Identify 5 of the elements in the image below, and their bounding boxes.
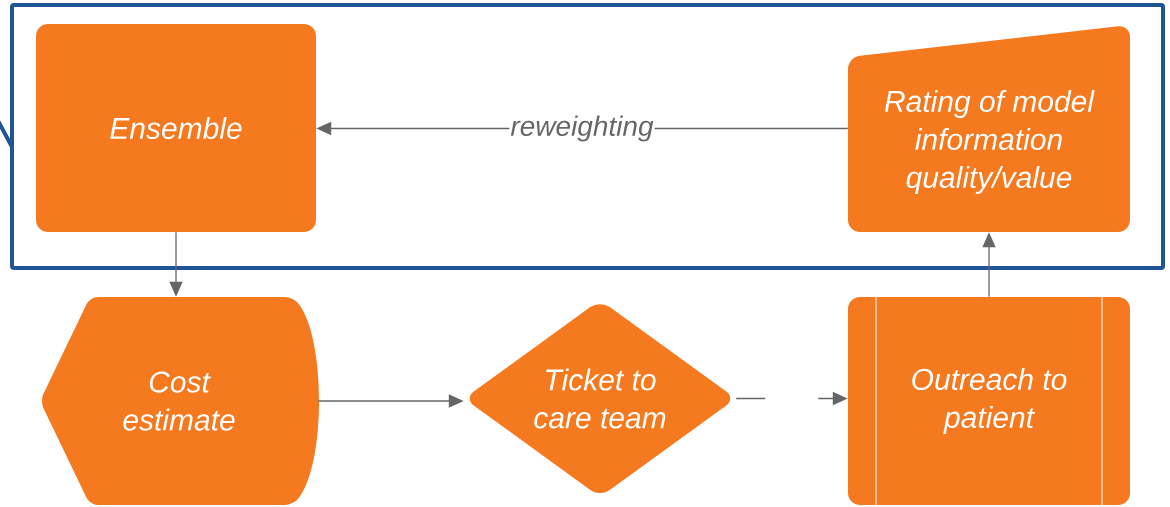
manual-input-box: Rating of model information quality/value: [848, 26, 1130, 232]
edge-label: reweighting: [509, 114, 655, 143]
process-box: Ensemble: [36, 24, 316, 232]
subprocess-box: Outreach to patient: [848, 296, 1130, 506]
highlight-frame: [10, 3, 1165, 270]
